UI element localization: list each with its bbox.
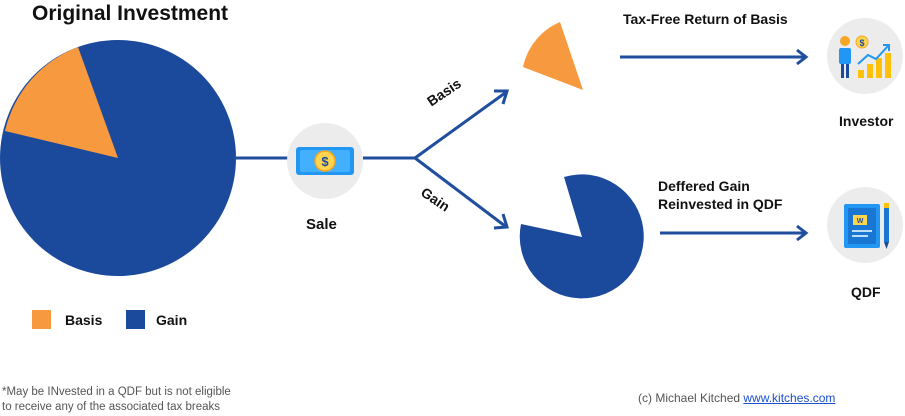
basis-arrowhead (494, 89, 510, 105)
sale-icon-group: $ (287, 123, 363, 199)
deferred-gain-label: Deffered Gain Reinvested in QDF (658, 177, 782, 213)
svg-text:$: $ (859, 38, 864, 48)
qdf-arrowhead (796, 224, 809, 242)
svg-text:$: $ (321, 154, 329, 169)
investor-icon-circle (827, 18, 903, 94)
footnote: *May be INvested in a QDF but is not eli… (2, 385, 231, 415)
legend-basis-label: Basis (65, 312, 103, 328)
investor-chart-icon: $ (839, 35, 891, 78)
investor-label: Investor (839, 113, 894, 129)
taxfree-return-label: Tax-Free Return of Basis (623, 11, 788, 27)
legend-basis-swatch (32, 310, 51, 329)
credit-text: (c) Michael Kitched (638, 391, 741, 405)
qdf-label: QDF (851, 284, 881, 300)
footnote-line1: *May be INvested in a QDF but is not eli… (2, 386, 231, 398)
investor-arrowhead (796, 48, 809, 66)
gain-pacman (519, 174, 644, 299)
qdf-document-icon: W (844, 203, 889, 249)
legend-gain-label: Gain (156, 312, 188, 328)
deferred-label-line2: Reinvested in QDF (658, 196, 783, 212)
money-icon: $ (296, 147, 354, 175)
svg-text:W: W (857, 218, 864, 225)
gain-arrowhead (493, 213, 509, 230)
credit: (c) Michael Kitched www.kitches.com (638, 391, 835, 405)
sale-label: Sale (306, 216, 337, 233)
gain-arrow-line (414, 156, 506, 228)
footnote-line2: to receive any of the associated tax bre… (2, 401, 220, 413)
legend-gain-swatch (126, 310, 145, 329)
pie-basis-slice (5, 47, 118, 158)
credit-link[interactable]: www.kitches.com (743, 391, 836, 405)
deferred-label-line1: Deffered Gain (658, 178, 750, 194)
basis-wedge (523, 22, 583, 90)
basis-arrow-line (414, 91, 506, 160)
qdf-icon-group: W (827, 187, 903, 263)
original-investment-pie (0, 40, 236, 276)
investor-icon-group: $ (827, 18, 903, 94)
page-title: Original Investment (32, 2, 229, 25)
